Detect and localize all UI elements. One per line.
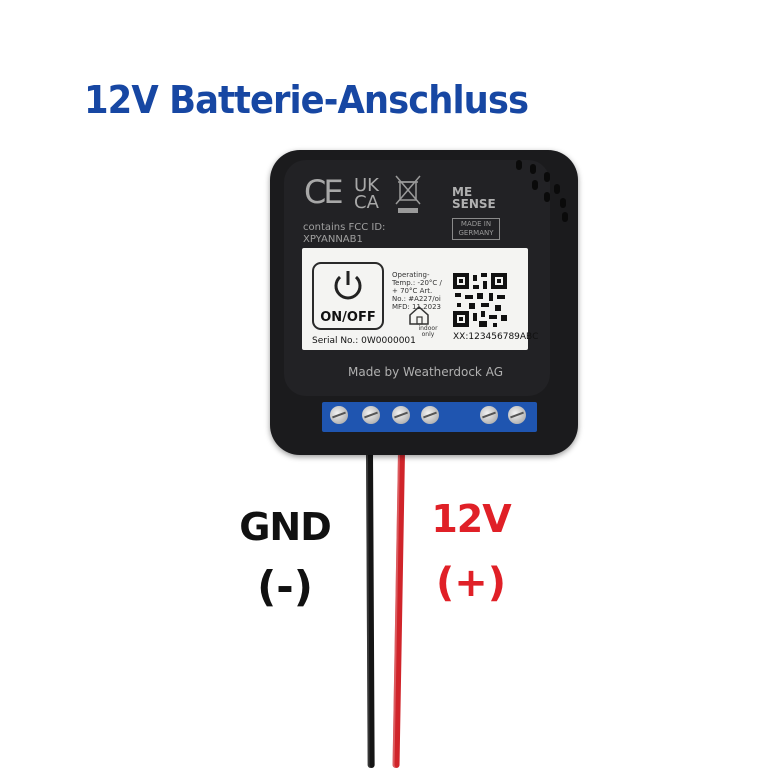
gnd-label: GND xyxy=(239,505,332,549)
vent-slot xyxy=(516,160,522,170)
operating-info: Operating-Temp.: -20°C / + 70°C Art. No.… xyxy=(392,271,442,311)
manufacturer-text: Made by Weatherdock AG xyxy=(348,365,503,379)
power-icon xyxy=(334,271,362,300)
ce-mark: CE xyxy=(304,173,344,211)
terminal-screw xyxy=(392,406,410,424)
vent-slot xyxy=(562,212,568,222)
gnd-polarity: (-) xyxy=(257,562,313,611)
device-code: XX:123456789ABC xyxy=(453,332,539,342)
headline: 12V Batterie-Anschluss xyxy=(84,78,529,122)
on-off-label: ON/OFF xyxy=(320,310,376,325)
positive-wire xyxy=(392,451,405,768)
vent-slot xyxy=(530,164,536,174)
qr-code xyxy=(453,273,507,327)
terminal-screw xyxy=(480,406,498,424)
vent-slot xyxy=(560,198,566,208)
indoor-house-icon xyxy=(409,305,429,325)
terminal-screw xyxy=(421,406,439,424)
weee-bin-icon xyxy=(395,175,421,213)
fcc-text: contains FCC ID: XPYANNAB1 xyxy=(303,222,386,245)
indoor-only-text: indoor only xyxy=(418,325,438,338)
terminal-screw xyxy=(508,406,526,424)
vent-slot xyxy=(544,192,550,202)
vent-slot xyxy=(532,180,538,190)
brand-logo: ME SENSE xyxy=(452,185,496,211)
positive-label: 12V xyxy=(431,497,511,541)
terminal-screw xyxy=(362,406,380,424)
positive-polarity: (+) xyxy=(435,560,507,606)
on-off-button[interactable]: ON/OFF xyxy=(312,262,384,330)
gnd-wire xyxy=(366,451,375,768)
vent-slot xyxy=(544,172,550,182)
terminal-screw xyxy=(330,406,348,424)
serial-number: Serial No.: 0W0000001 xyxy=(312,336,416,346)
made-in-badge: MADE IN GERMANY xyxy=(452,218,500,240)
ukca-mark: UK CA xyxy=(354,175,379,213)
vent-slot xyxy=(554,184,560,194)
